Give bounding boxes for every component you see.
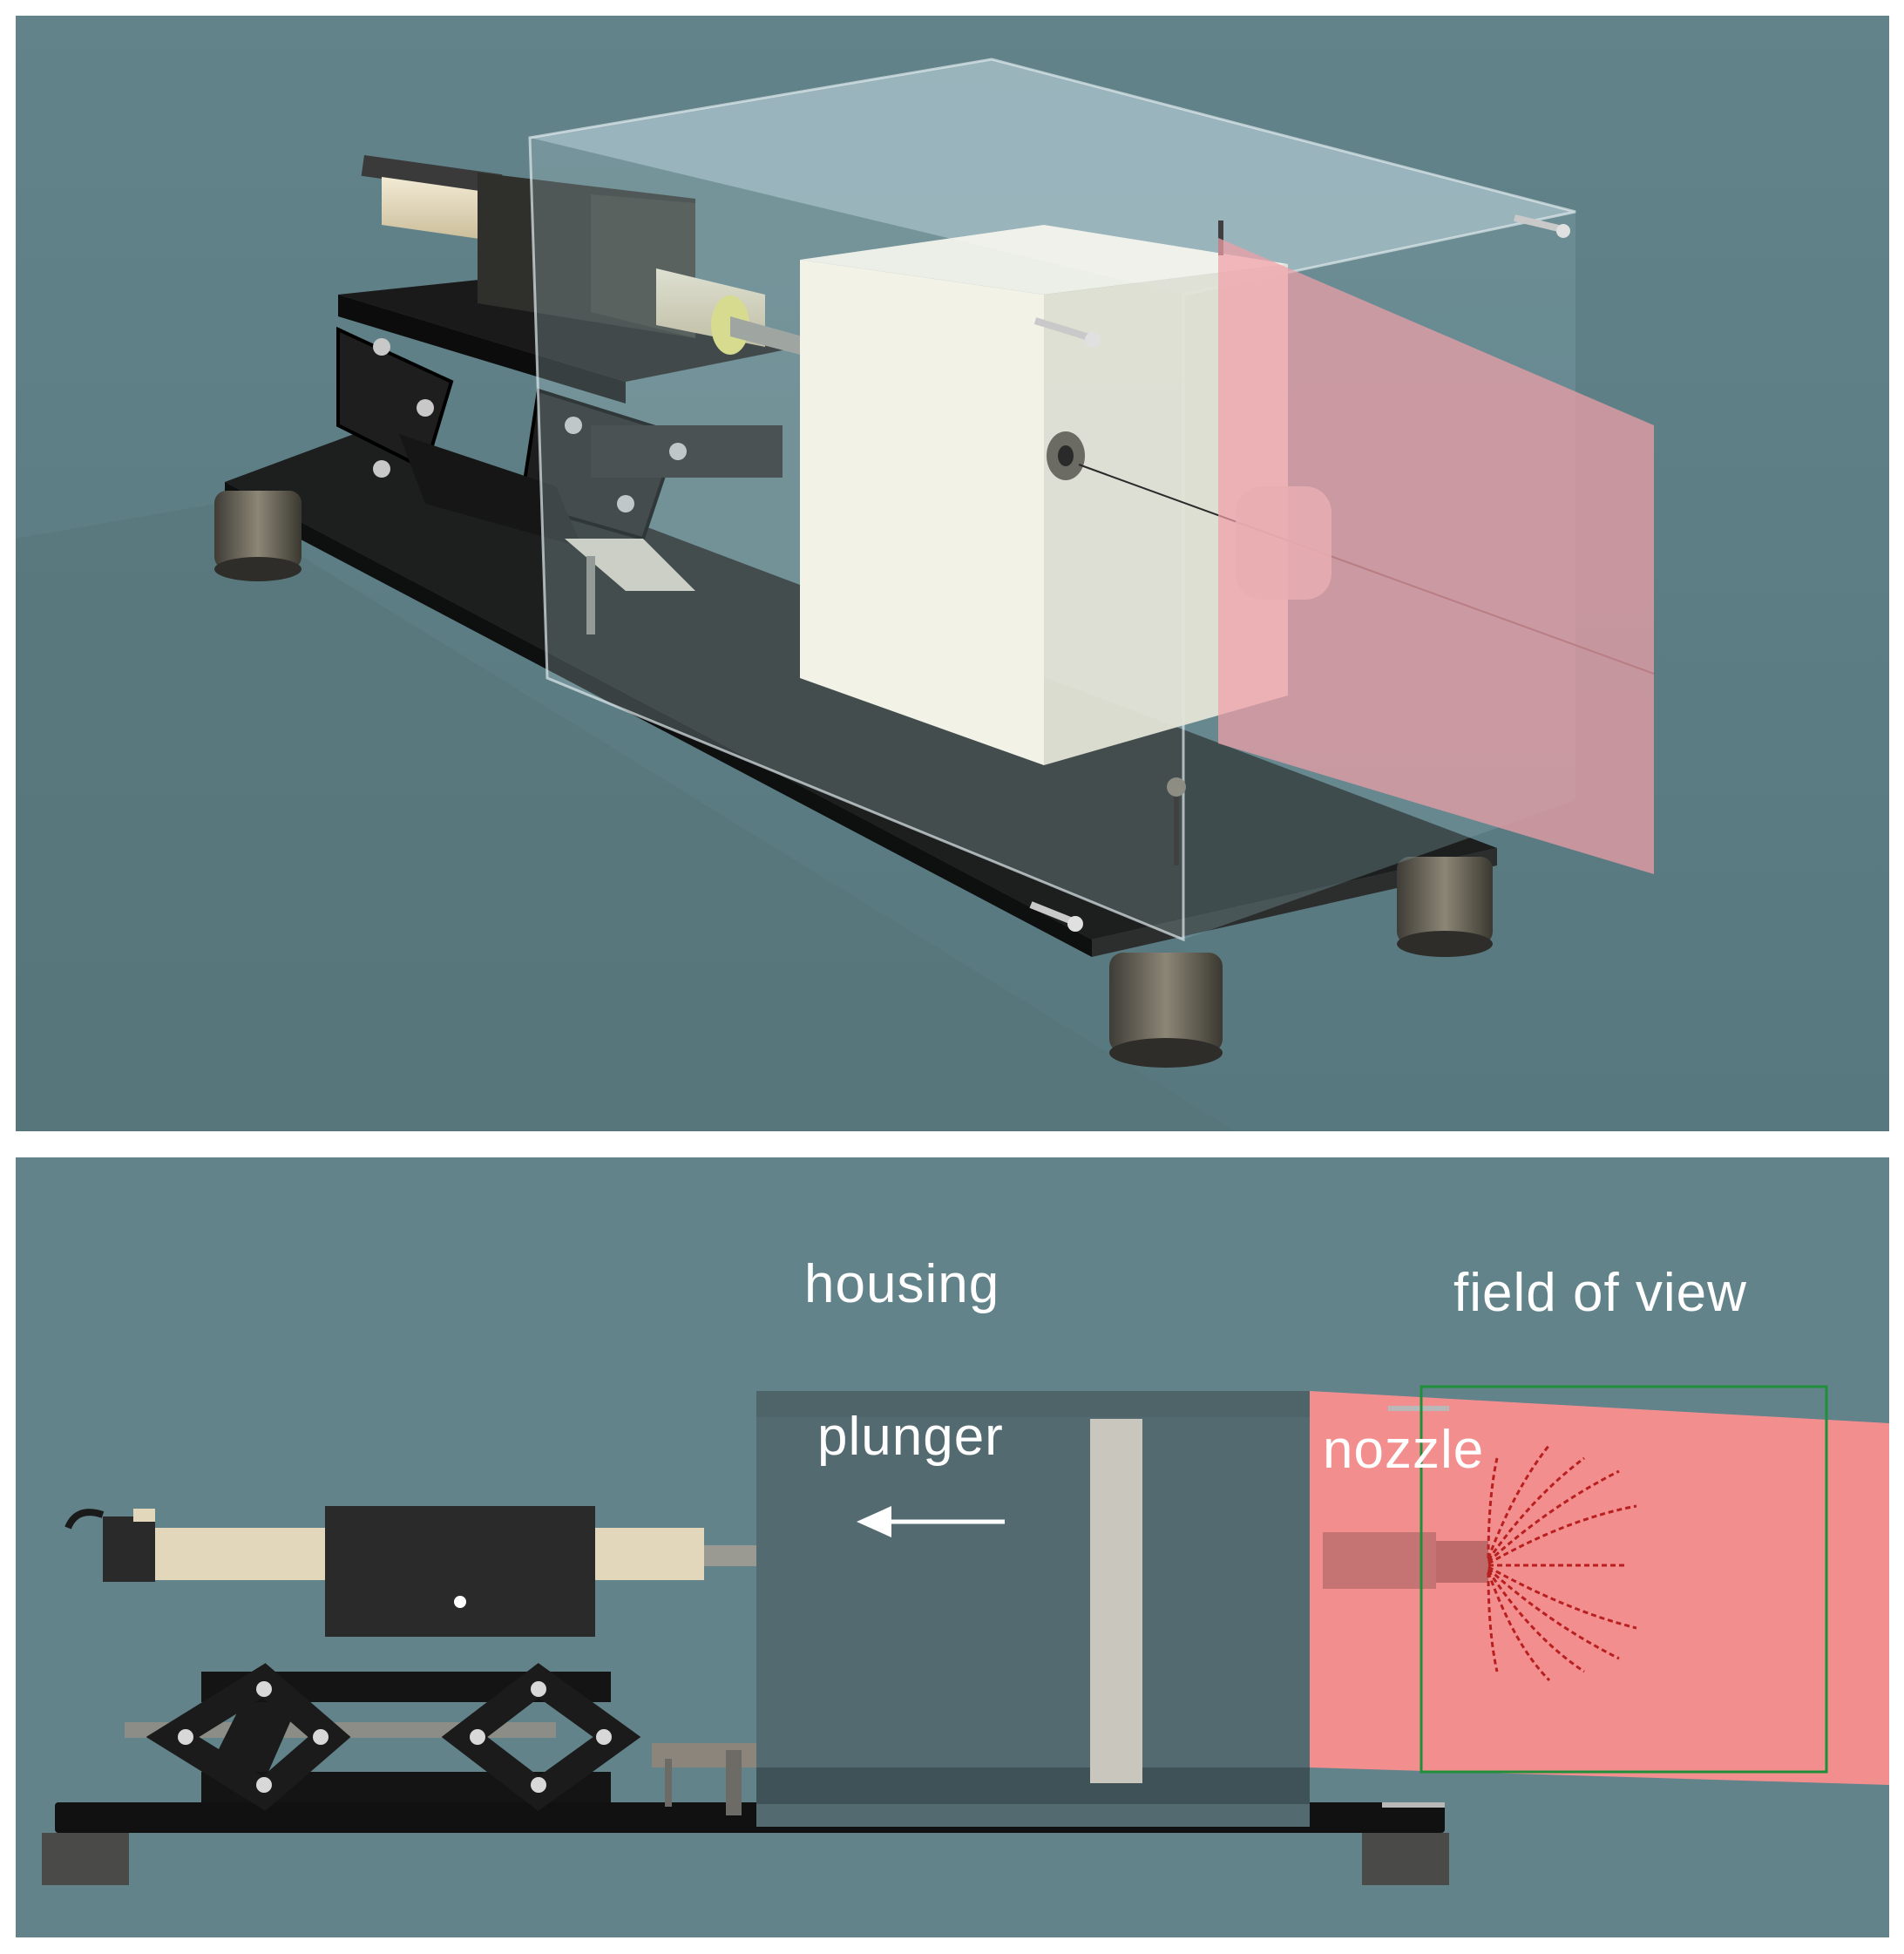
laser-sheet — [1310, 1391, 1889, 1785]
nozzle-body — [1323, 1532, 1436, 1589]
housing — [756, 1391, 1310, 1827]
housing-screws — [1382, 1406, 1449, 1808]
render-3d-illustration — [16, 16, 1889, 1131]
linear-actuator — [64, 1506, 1157, 1637]
plunger-label: plunger — [817, 1407, 1004, 1467]
housing-label: housing — [804, 1254, 1000, 1314]
render-3d-panel — [16, 16, 1889, 1131]
base-feet — [214, 491, 1493, 1068]
side-view-illustration — [42, 1385, 1889, 1885]
lab-jack — [125, 1663, 641, 1811]
lab-jack-stage — [336, 277, 800, 547]
plunger-disc — [1090, 1419, 1142, 1783]
nozzle-label: nozzle — [1323, 1420, 1485, 1480]
spray-jets — [1487, 1444, 1637, 1682]
floor-shadow — [16, 504, 1236, 1131]
field-of-view-label: field of view — [1453, 1263, 1747, 1323]
base-feet — [42, 1833, 1449, 1885]
arrow-left-icon — [857, 1506, 1005, 1537]
side-view-panel: housing plunger nozzle field of view — [16, 1157, 1889, 1937]
base-clamp — [565, 539, 695, 634]
linear-actuator — [361, 155, 887, 377]
laser-sheet — [1218, 238, 1654, 874]
field-of-view-frame — [1420, 1385, 1828, 1774]
